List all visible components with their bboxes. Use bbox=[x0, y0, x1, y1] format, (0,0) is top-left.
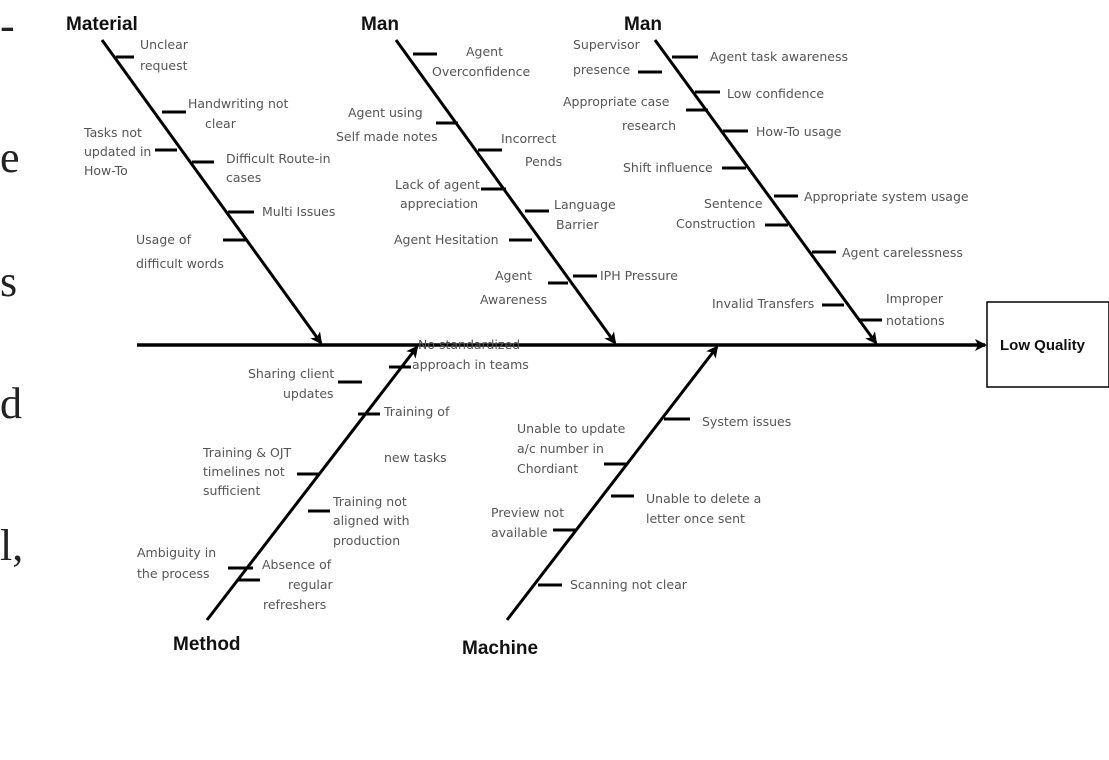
category-label-machine: Machine bbox=[462, 638, 538, 659]
cause-label: How-To bbox=[84, 163, 128, 178]
cause-label: Construction bbox=[676, 216, 756, 231]
ribs-man-1 bbox=[413, 52, 597, 285]
cause-label: a/c number in bbox=[517, 441, 604, 456]
causes-man-2: Supervisor presence Agent task awareness… bbox=[563, 37, 969, 328]
cause-label: Chordiant bbox=[517, 461, 578, 476]
cause-label: Training & OJT bbox=[202, 445, 292, 460]
cause-label: approach in teams bbox=[412, 357, 529, 372]
causes-material: Unclear request Handwriting not clear Ta… bbox=[83, 37, 335, 271]
background-fragment: d bbox=[0, 379, 22, 428]
cause-label: Lack of agent bbox=[395, 177, 480, 192]
cause-label: No standardized bbox=[418, 337, 520, 352]
cause-label: new tasks bbox=[384, 450, 447, 465]
causes-method: No standardized approach in teams Sharin… bbox=[137, 337, 529, 612]
cause-label: research bbox=[622, 118, 676, 133]
cause-label: Multi Issues bbox=[262, 204, 335, 219]
ribs-material bbox=[116, 55, 254, 242]
cause-label: Agent carelessness bbox=[842, 245, 963, 260]
cause-label: Preview not bbox=[491, 505, 564, 520]
cause-label: Tasks not bbox=[83, 125, 142, 140]
ribs-machine bbox=[538, 417, 690, 587]
cause-label: clear bbox=[205, 116, 237, 131]
cause-label: Training of bbox=[383, 404, 450, 419]
cause-label: IPH Pressure bbox=[600, 268, 678, 283]
background-fragment: s bbox=[0, 257, 17, 306]
cause-label: production bbox=[333, 533, 400, 548]
cause-label: presence bbox=[573, 62, 630, 77]
cause-label: the process bbox=[137, 566, 210, 581]
cause-label: Handwriting not bbox=[188, 96, 289, 111]
cause-label: Barrier bbox=[556, 217, 599, 232]
cause-label: Pends bbox=[525, 154, 562, 169]
cause-label: updates bbox=[283, 386, 334, 401]
cause-label: request bbox=[140, 58, 188, 73]
cause-label: System issues bbox=[702, 414, 791, 429]
background-fragment: e bbox=[0, 133, 20, 182]
cause-label: Sentence bbox=[704, 196, 763, 211]
cause-label: Agent using bbox=[348, 105, 423, 120]
category-label-method: Method bbox=[173, 634, 241, 655]
cause-label: Supervisor bbox=[573, 37, 641, 52]
cause-label: Language bbox=[554, 197, 616, 212]
bone-material bbox=[100, 39, 323, 345]
cause-label: regular bbox=[288, 577, 334, 592]
cause-label: Scanning not clear bbox=[570, 577, 688, 592]
effect-label: Low Quality bbox=[1000, 337, 1086, 354]
cause-label: timelines not bbox=[203, 464, 285, 479]
cause-label: notations bbox=[886, 313, 945, 328]
cause-label: Shift influence bbox=[623, 160, 713, 175]
cause-label: updated in bbox=[84, 144, 151, 159]
cause-label: Unable to delete a bbox=[646, 491, 761, 506]
cause-label: Improper bbox=[886, 291, 944, 306]
cause-label: Invalid Transfers bbox=[712, 296, 814, 311]
bone-man-2 bbox=[653, 39, 878, 345]
background-fragment: - bbox=[0, 1, 15, 50]
cause-label: Self made notes bbox=[336, 129, 438, 144]
cause-label: available bbox=[491, 525, 548, 540]
bone-man-1 bbox=[394, 39, 617, 345]
cause-label: Sharing client bbox=[248, 366, 334, 381]
background-fragment: l, bbox=[0, 521, 23, 570]
cause-label: cases bbox=[226, 170, 261, 185]
cause-label: appreciation bbox=[400, 196, 478, 211]
cause-label: Absence of bbox=[262, 557, 332, 572]
cause-label: Agent task awareness bbox=[710, 49, 848, 64]
cause-label: Awareness bbox=[480, 292, 547, 307]
category-label-material: Material bbox=[66, 14, 138, 35]
bone-machine bbox=[505, 345, 719, 621]
cause-label: How-To usage bbox=[756, 124, 842, 139]
cause-label: Difficult Route-in bbox=[226, 151, 331, 166]
cause-label: Unable to update bbox=[517, 421, 626, 436]
bone-method bbox=[205, 345, 419, 621]
cause-label: sufficient bbox=[203, 483, 260, 498]
cause-label: Agent bbox=[495, 268, 532, 283]
cause-label: Ambiguity in bbox=[137, 545, 216, 560]
causes-man-1: Agent Overconfidence Agent using Self ma… bbox=[336, 44, 678, 307]
cause-label: Agent Hesitation bbox=[394, 232, 499, 247]
cause-label: Training not bbox=[332, 494, 407, 509]
cause-label: Unclear bbox=[140, 37, 189, 52]
cause-label: Usage of bbox=[136, 232, 192, 247]
causes-machine: System issues Unable to update a/c numbe… bbox=[491, 414, 791, 592]
ribs-method bbox=[228, 365, 411, 582]
category-label-man-1: Man bbox=[361, 14, 399, 35]
effect-box bbox=[986, 301, 1109, 388]
cause-label: difficult words bbox=[136, 256, 224, 271]
cause-label: Agent bbox=[466, 44, 503, 59]
ribs-man-2 bbox=[638, 55, 882, 322]
cause-label: Appropriate system usage bbox=[804, 189, 969, 204]
cause-label: aligned with bbox=[333, 513, 410, 528]
cause-label: Incorrect bbox=[501, 131, 556, 146]
cause-label: letter once sent bbox=[646, 511, 745, 526]
category-label-man-2: Man bbox=[624, 14, 662, 35]
cause-label: refreshers bbox=[263, 597, 326, 612]
cause-label: Overconfidence bbox=[432, 64, 531, 79]
cause-label: Appropriate case bbox=[563, 94, 670, 109]
cause-label: Low confidence bbox=[727, 86, 824, 101]
